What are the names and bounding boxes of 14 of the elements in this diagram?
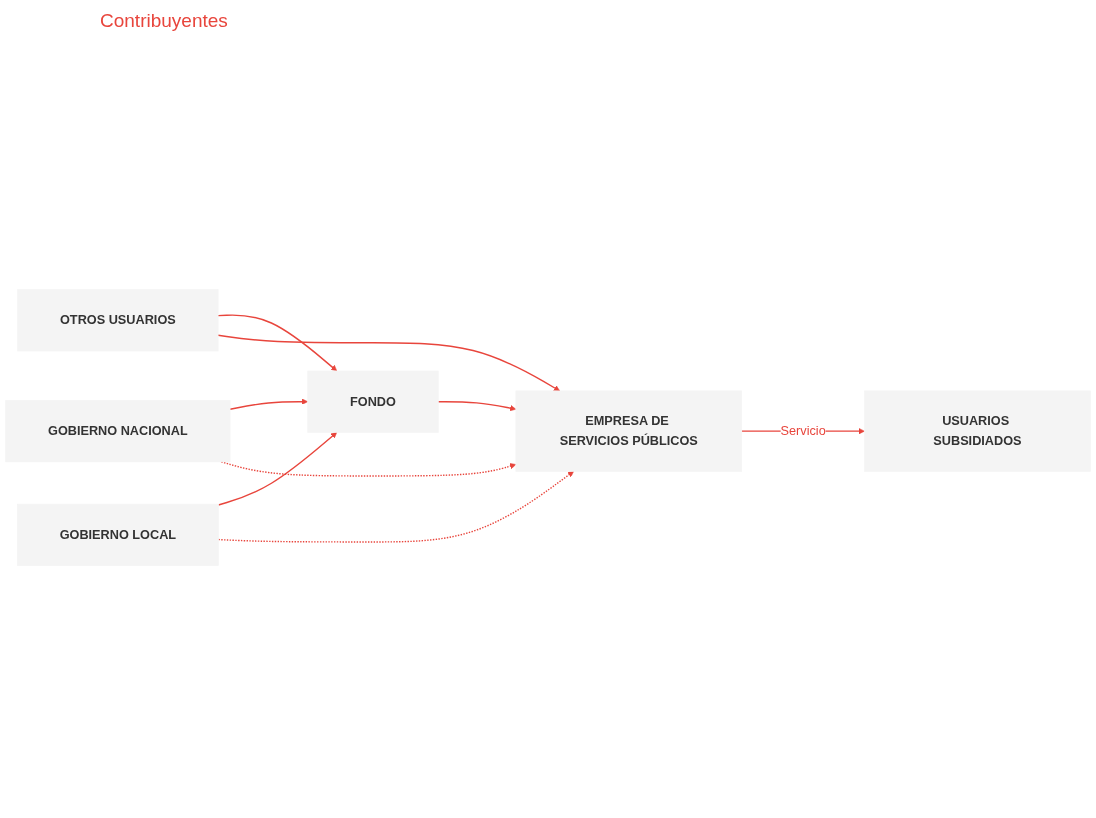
group-label: Contribuyentes [100,10,228,32]
node-box: USUARIOS SUBSIDIADOS [864,390,1091,472]
arrow [220,461,517,477]
node-box: OTROS USUARIOS [17,289,219,352]
arrow [229,398,308,410]
node-box: FONDO [307,370,439,433]
arrow [437,400,517,412]
node-box: GOBIERNO NACIONAL [5,399,231,463]
node-box: GOBIERNO LOCAL [16,503,219,566]
arrow [217,334,560,392]
arrow [217,432,338,506]
arrow [217,314,338,372]
edge-label: Servicio [780,423,826,438]
node-box: EMPRESA DE SERVICIOS PÚBLICOS [515,390,743,472]
